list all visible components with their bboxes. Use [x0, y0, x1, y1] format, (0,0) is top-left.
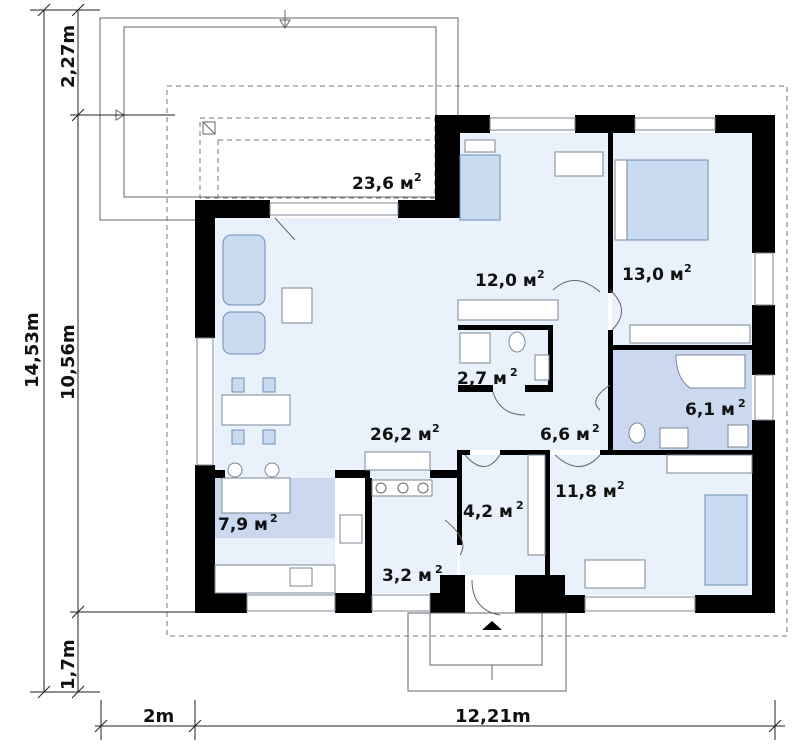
dining-table [221, 394, 291, 426]
entrance-arrow-icon [482, 621, 502, 630]
svg-text:10,56m: 10,56m [58, 324, 79, 400]
svg-text:2: 2 [435, 563, 443, 576]
svg-text:2m: 2m [143, 706, 174, 727]
svg-text:7,9 м: 7,9 м [218, 515, 268, 535]
dim-porch-depth: 1,7m [58, 639, 79, 690]
svg-text:4,2 м: 4,2 м [463, 502, 513, 522]
stove-icon [339, 514, 363, 544]
svg-text:11,8 м: 11,8 м [555, 482, 617, 502]
walls [195, 115, 775, 613]
svg-text:6,6 м: 6,6 м [540, 425, 590, 445]
utility-floor [372, 478, 457, 593]
doors [274, 217, 622, 616]
bed-third [704, 494, 748, 586]
room-label-bathroom: 6,1 м 2 [685, 397, 746, 420]
svg-text:2: 2 [516, 499, 524, 512]
svg-text:2,27m: 2,27m [58, 25, 79, 88]
windows [196, 117, 774, 612]
svg-text:3,2 м: 3,2 м [382, 566, 432, 586]
svg-text:2: 2 [592, 422, 600, 435]
vestibule-wardrobe [527, 454, 546, 556]
toilet-wc [508, 331, 526, 353]
desk [554, 151, 604, 177]
horizontal-dimensions [94, 700, 785, 740]
svg-text:6,1 м: 6,1 м [685, 400, 735, 420]
dim-terrace-depth: 2,27m [58, 25, 79, 88]
wardrobe-1 [457, 299, 559, 321]
svg-text:2: 2 [432, 422, 440, 435]
svg-text:2: 2 [684, 262, 692, 275]
svg-text:1,7m: 1,7m [58, 639, 79, 690]
wardrobe-3 [666, 454, 753, 474]
fireplace [364, 451, 431, 471]
dim-terrace-width: 2m [143, 706, 174, 727]
room-label-bedroom-small: 12,0 м 2 [475, 268, 545, 291]
washbasin-bath [659, 427, 689, 449]
hall-corridor-floor [553, 290, 608, 450]
chair-1 [231, 377, 245, 393]
wardrobe-2 [629, 324, 751, 344]
svg-text:2: 2 [414, 171, 422, 184]
svg-text:26,2 м: 26,2 м [370, 425, 432, 445]
svg-text:12,21m: 12,21m [455, 706, 531, 727]
svg-text:2,7 м: 2,7 м [457, 369, 507, 389]
double-bed [622, 159, 709, 241]
roof-outline [166, 85, 788, 637]
shower [459, 332, 491, 364]
room-label-bedroom-third: 11,8 м 2 [555, 479, 625, 502]
pillow [464, 139, 496, 153]
room-label-utility: 3,2 м 2 [382, 563, 443, 586]
room-label-terrace: 23,6 м 2 [352, 171, 422, 194]
room-label-bedroom-master: 13,0 м 2 [622, 262, 692, 285]
kitchen-island [221, 477, 291, 514]
room-label-living: 26,2 м 2 [370, 422, 440, 445]
kitchen-counter [214, 564, 336, 594]
dim-house-height: 10,56m [58, 324, 79, 400]
vertical-dimensions [30, 3, 195, 699]
chair-2 [262, 377, 276, 393]
sofa [222, 234, 266, 306]
svg-text:14,53m: 14,53m [22, 312, 43, 388]
room-label-hall: 6,6 м 2 [540, 422, 600, 445]
single-bed [459, 154, 501, 221]
pergola-inner [123, 26, 437, 198]
svg-text:12,0 м: 12,0 м [475, 271, 537, 291]
svg-text:2: 2 [270, 512, 278, 525]
svg-text:23,6 м: 23,6 м [352, 174, 414, 194]
coffee-table [281, 287, 313, 324]
room-label-wc: 2,7 м 2 [457, 366, 518, 389]
dim-house-width: 12,21m [455, 706, 531, 727]
chair-3 [231, 429, 245, 445]
svg-text:2: 2 [510, 366, 518, 379]
svg-text:2: 2 [617, 479, 625, 492]
dim-total-height: 14,53m [22, 312, 43, 388]
room-label-kitchen: 7,9 м 2 [218, 512, 278, 535]
svg-text:2: 2 [537, 268, 545, 281]
room-label-vestibule: 4,2 м 2 [463, 499, 524, 522]
toilet-bath [628, 422, 646, 444]
column-icon [202, 121, 216, 135]
svg-text:13,0 м: 13,0 м [622, 265, 684, 285]
appliance-row [371, 479, 433, 497]
washbasin-wc [534, 354, 550, 381]
sink [289, 567, 313, 587]
desk-third [584, 559, 646, 589]
armchair [222, 311, 266, 355]
bathtub [675, 354, 746, 389]
chair-4 [262, 429, 276, 445]
svg-text:2: 2 [738, 397, 746, 410]
